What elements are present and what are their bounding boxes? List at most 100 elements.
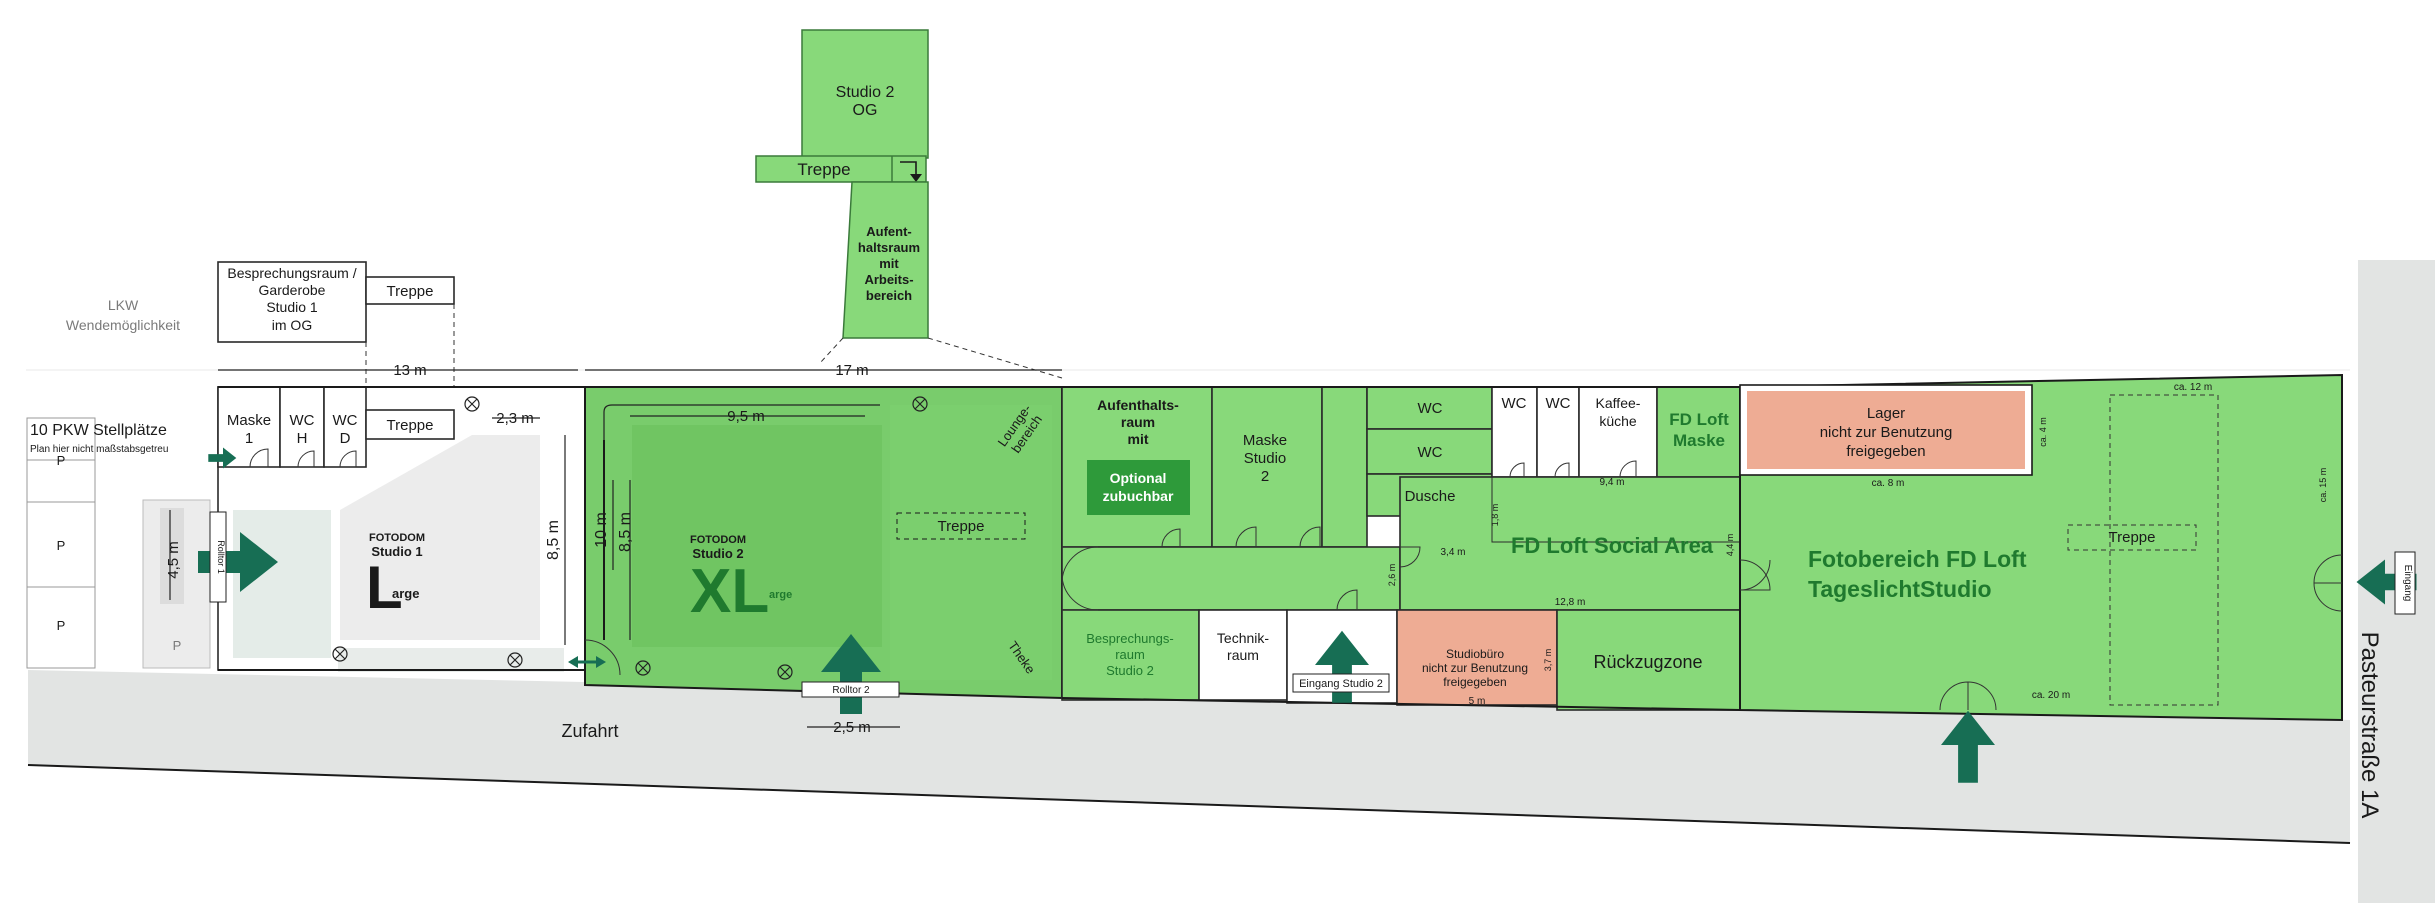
doors xyxy=(249,448,2343,711)
fd-loft-maske-label: FD Loft xyxy=(1669,410,1729,429)
svg-text:raum: raum xyxy=(1121,414,1155,430)
besprechung-og-label: Besprechungsraum / Garderobe Studio 1 im… xyxy=(227,265,356,333)
maske-1-label: Maske xyxy=(227,412,271,429)
optional-label: Optional xyxy=(1110,470,1167,486)
lkw-label: LKW Wendemöglichkeit xyxy=(66,297,180,333)
besprechung-2-label: Besprechungs- raum Studio 2 xyxy=(1086,631,1173,678)
arrow-double-icon xyxy=(568,656,606,668)
svg-text:Studio 1: Studio 1 xyxy=(266,299,318,315)
dim-10m: 10 m xyxy=(593,512,610,548)
svg-text:Lager: Lager xyxy=(1867,405,1905,422)
parking-p-4: P xyxy=(173,638,182,653)
room-technik xyxy=(1198,609,1288,701)
parking-p-1: P xyxy=(57,453,66,468)
dim-8-5m-studio2: 8,5 m xyxy=(617,512,634,552)
studio2-logo: FOTODOM Studio 2 XL arge xyxy=(690,534,792,626)
treppe-loft xyxy=(2067,524,2197,551)
studio2-og xyxy=(801,29,929,159)
wc-d-sub: D xyxy=(340,430,351,447)
wc-h-sub: H xyxy=(297,430,308,447)
svg-text:LKW: LKW xyxy=(108,297,139,313)
svg-text:Wendemöglichkeit: Wendemöglichkeit xyxy=(66,317,180,333)
svg-text:freigegeben: freigegeben xyxy=(1443,675,1506,689)
svg-text:Studio 2: Studio 2 xyxy=(836,84,895,101)
parking-p-3: P xyxy=(57,618,66,633)
kaffee-label: Kaffee- xyxy=(1596,395,1641,411)
wc-d-label: WC xyxy=(333,412,358,429)
parking-area xyxy=(26,417,211,669)
d-9-4m: 9,4 m xyxy=(1599,477,1624,488)
optional-sub: zubuchbar xyxy=(1103,488,1174,504)
rolltor-1-label: Rolltor 1 xyxy=(216,540,226,574)
dim-4-5m: 4,5 m xyxy=(165,541,182,579)
svg-text:Aufent-: Aufent- xyxy=(866,224,912,239)
svg-text:Besprechungsraum /: Besprechungsraum / xyxy=(227,265,356,281)
svg-text:mit: mit xyxy=(1128,431,1149,447)
optional-badge xyxy=(1087,460,1190,515)
wc-4-label: WC xyxy=(1546,395,1571,412)
d-3-7m: 3,7 m xyxy=(1543,649,1553,672)
d-4-4m: 4,4 m xyxy=(1725,534,1735,557)
wc-2-label: WC xyxy=(1418,444,1443,461)
d-ca15m: ca. 15 m xyxy=(2318,468,2328,503)
rueckzug-label: Rückzugzone xyxy=(1593,652,1702,672)
svg-text:nicht zur Benutzung: nicht zur Benutzung xyxy=(1820,424,1953,441)
dim-2-3m: 2,3 m xyxy=(496,410,534,427)
svg-text:L: L xyxy=(366,554,403,621)
treppe-loft-label: Treppe xyxy=(2109,529,2156,546)
svg-text:nicht zur Benutzung: nicht zur Benutzung xyxy=(1422,661,1528,675)
fd-loft-maske-sub: Maske xyxy=(1673,431,1725,450)
studio1-logo: FOTODOM Studio 1 L arge xyxy=(366,532,425,621)
svg-text:freigegeben: freigegeben xyxy=(1846,443,1925,460)
aufenthalt-label: Aufenthalts- raum mit xyxy=(1097,397,1179,447)
svg-text:FOTODOM: FOTODOM xyxy=(369,532,425,544)
access-road xyxy=(28,670,2350,843)
svg-text:Besprechungs-: Besprechungs- xyxy=(1086,631,1173,646)
d-ca12m: ca. 12 m xyxy=(2174,382,2212,393)
svg-text:Fotobereich FD Loft: Fotobereich FD Loft xyxy=(1808,546,2027,572)
d-2-6m: 2,6 m xyxy=(1387,564,1397,587)
dim-17m: 17 m xyxy=(835,362,868,379)
svg-text:Garderobe: Garderobe xyxy=(259,282,326,298)
d-1-8m: 1,8 m xyxy=(1490,504,1500,527)
svg-text:raum: raum xyxy=(1115,647,1145,662)
light-fixtures xyxy=(332,396,928,680)
treppe-og2-label: Treppe xyxy=(797,160,850,179)
corridor xyxy=(1061,546,1401,611)
room-wc-4 xyxy=(1536,386,1580,478)
treppe-og-studio2 xyxy=(755,155,927,183)
pkw-title: 10 PKW Stellplätze xyxy=(30,422,167,439)
rolltor-2-box xyxy=(801,681,900,698)
maske-2-label: Maske Studio 2 xyxy=(1243,432,1287,485)
svg-text:TageslichtStudio: TageslichtStudio xyxy=(1808,576,1992,602)
social-area-label: FD Loft Social Area xyxy=(1511,533,1714,558)
lager-label: Lager nicht zur Benutzung freigegeben xyxy=(1820,405,1953,460)
room-rueckzugzone xyxy=(1556,609,1741,711)
d-ca20m: ca. 20 m xyxy=(2032,690,2070,701)
d-12-8m: 12,8 m xyxy=(1555,597,1586,608)
street-label: Pasteurstraße 1A xyxy=(2356,632,2383,819)
technik-label: Technik- xyxy=(1217,630,1269,646)
d-ca4m: ca. 4 m xyxy=(2038,417,2048,447)
eingang-2-label: Eingang Studio 2 xyxy=(1299,678,1383,690)
dim-8-5m-studio1: 8,5 m xyxy=(545,520,562,560)
wc-h-label: WC xyxy=(290,412,315,429)
d-ca8m: ca. 8 m xyxy=(1872,478,1905,489)
dim-13m: 13 m xyxy=(393,362,426,379)
svg-text:arge: arge xyxy=(769,589,792,601)
treppe-studio1 xyxy=(365,409,455,440)
fotobereich-label: Fotobereich FD Loft TageslichtStudio xyxy=(1808,546,2027,602)
svg-text:FOTODOM: FOTODOM xyxy=(690,534,746,546)
svg-text:Aufenthalts-: Aufenthalts- xyxy=(1097,397,1179,413)
maske-1-num: 1 xyxy=(245,430,253,447)
studio1-floor xyxy=(340,435,540,640)
room-middle xyxy=(1321,386,1368,548)
eingang-box xyxy=(2394,551,2416,615)
svg-text:im OG: im OG xyxy=(272,317,312,333)
studiobuero-label: Studiobüro nicht zur Benutzung freigegeb… xyxy=(1422,647,1528,689)
rolltor-2-label: Rolltor 2 xyxy=(832,685,870,696)
d-3-4m: 3,4 m xyxy=(1440,547,1465,558)
aufenthalt-og-label: Aufent- haltsraum mit Arbeits- bereich xyxy=(858,224,920,303)
wc-3-label: WC xyxy=(1502,395,1527,412)
